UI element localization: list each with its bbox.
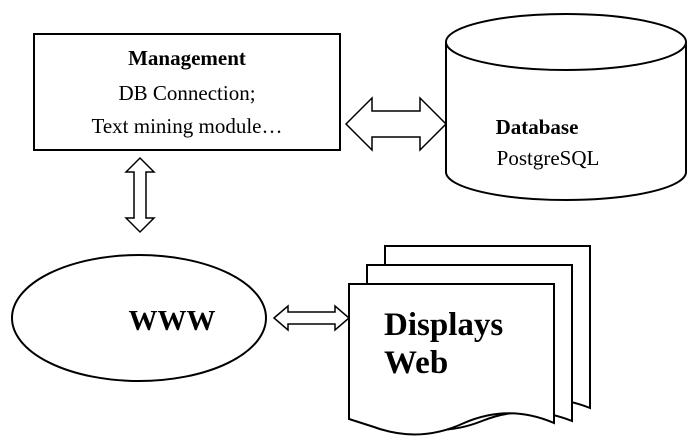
database-title: Database: [496, 115, 579, 139]
www-ellipse: [11, 254, 267, 382]
document-front: [348, 283, 555, 436]
database-engine: PostgreSQL: [497, 146, 600, 170]
www-label: WWW: [129, 305, 216, 337]
management-db-connection: DB Connection;: [118, 81, 255, 105]
database-cylinder-body: [445, 42, 687, 201]
management-www-double-arrow: [124, 156, 156, 234]
web-label: Web: [384, 345, 448, 381]
www-displays-double-arrow: [272, 304, 351, 332]
management-box: [33, 33, 341, 151]
displays-web-node: Displays Web: [348, 245, 591, 436]
management-node: Management DB Connection; Text mining mo…: [33, 33, 341, 151]
displays-label: Displays: [384, 307, 503, 343]
www-node: WWW: [11, 254, 267, 382]
database-node: Database PostgreSQL: [445, 13, 687, 201]
database-cylinder-top: [445, 13, 687, 71]
management-title: Management: [128, 46, 246, 70]
management-database-double-arrow: [344, 96, 448, 152]
management-text-mining: Text mining module…: [91, 114, 282, 138]
